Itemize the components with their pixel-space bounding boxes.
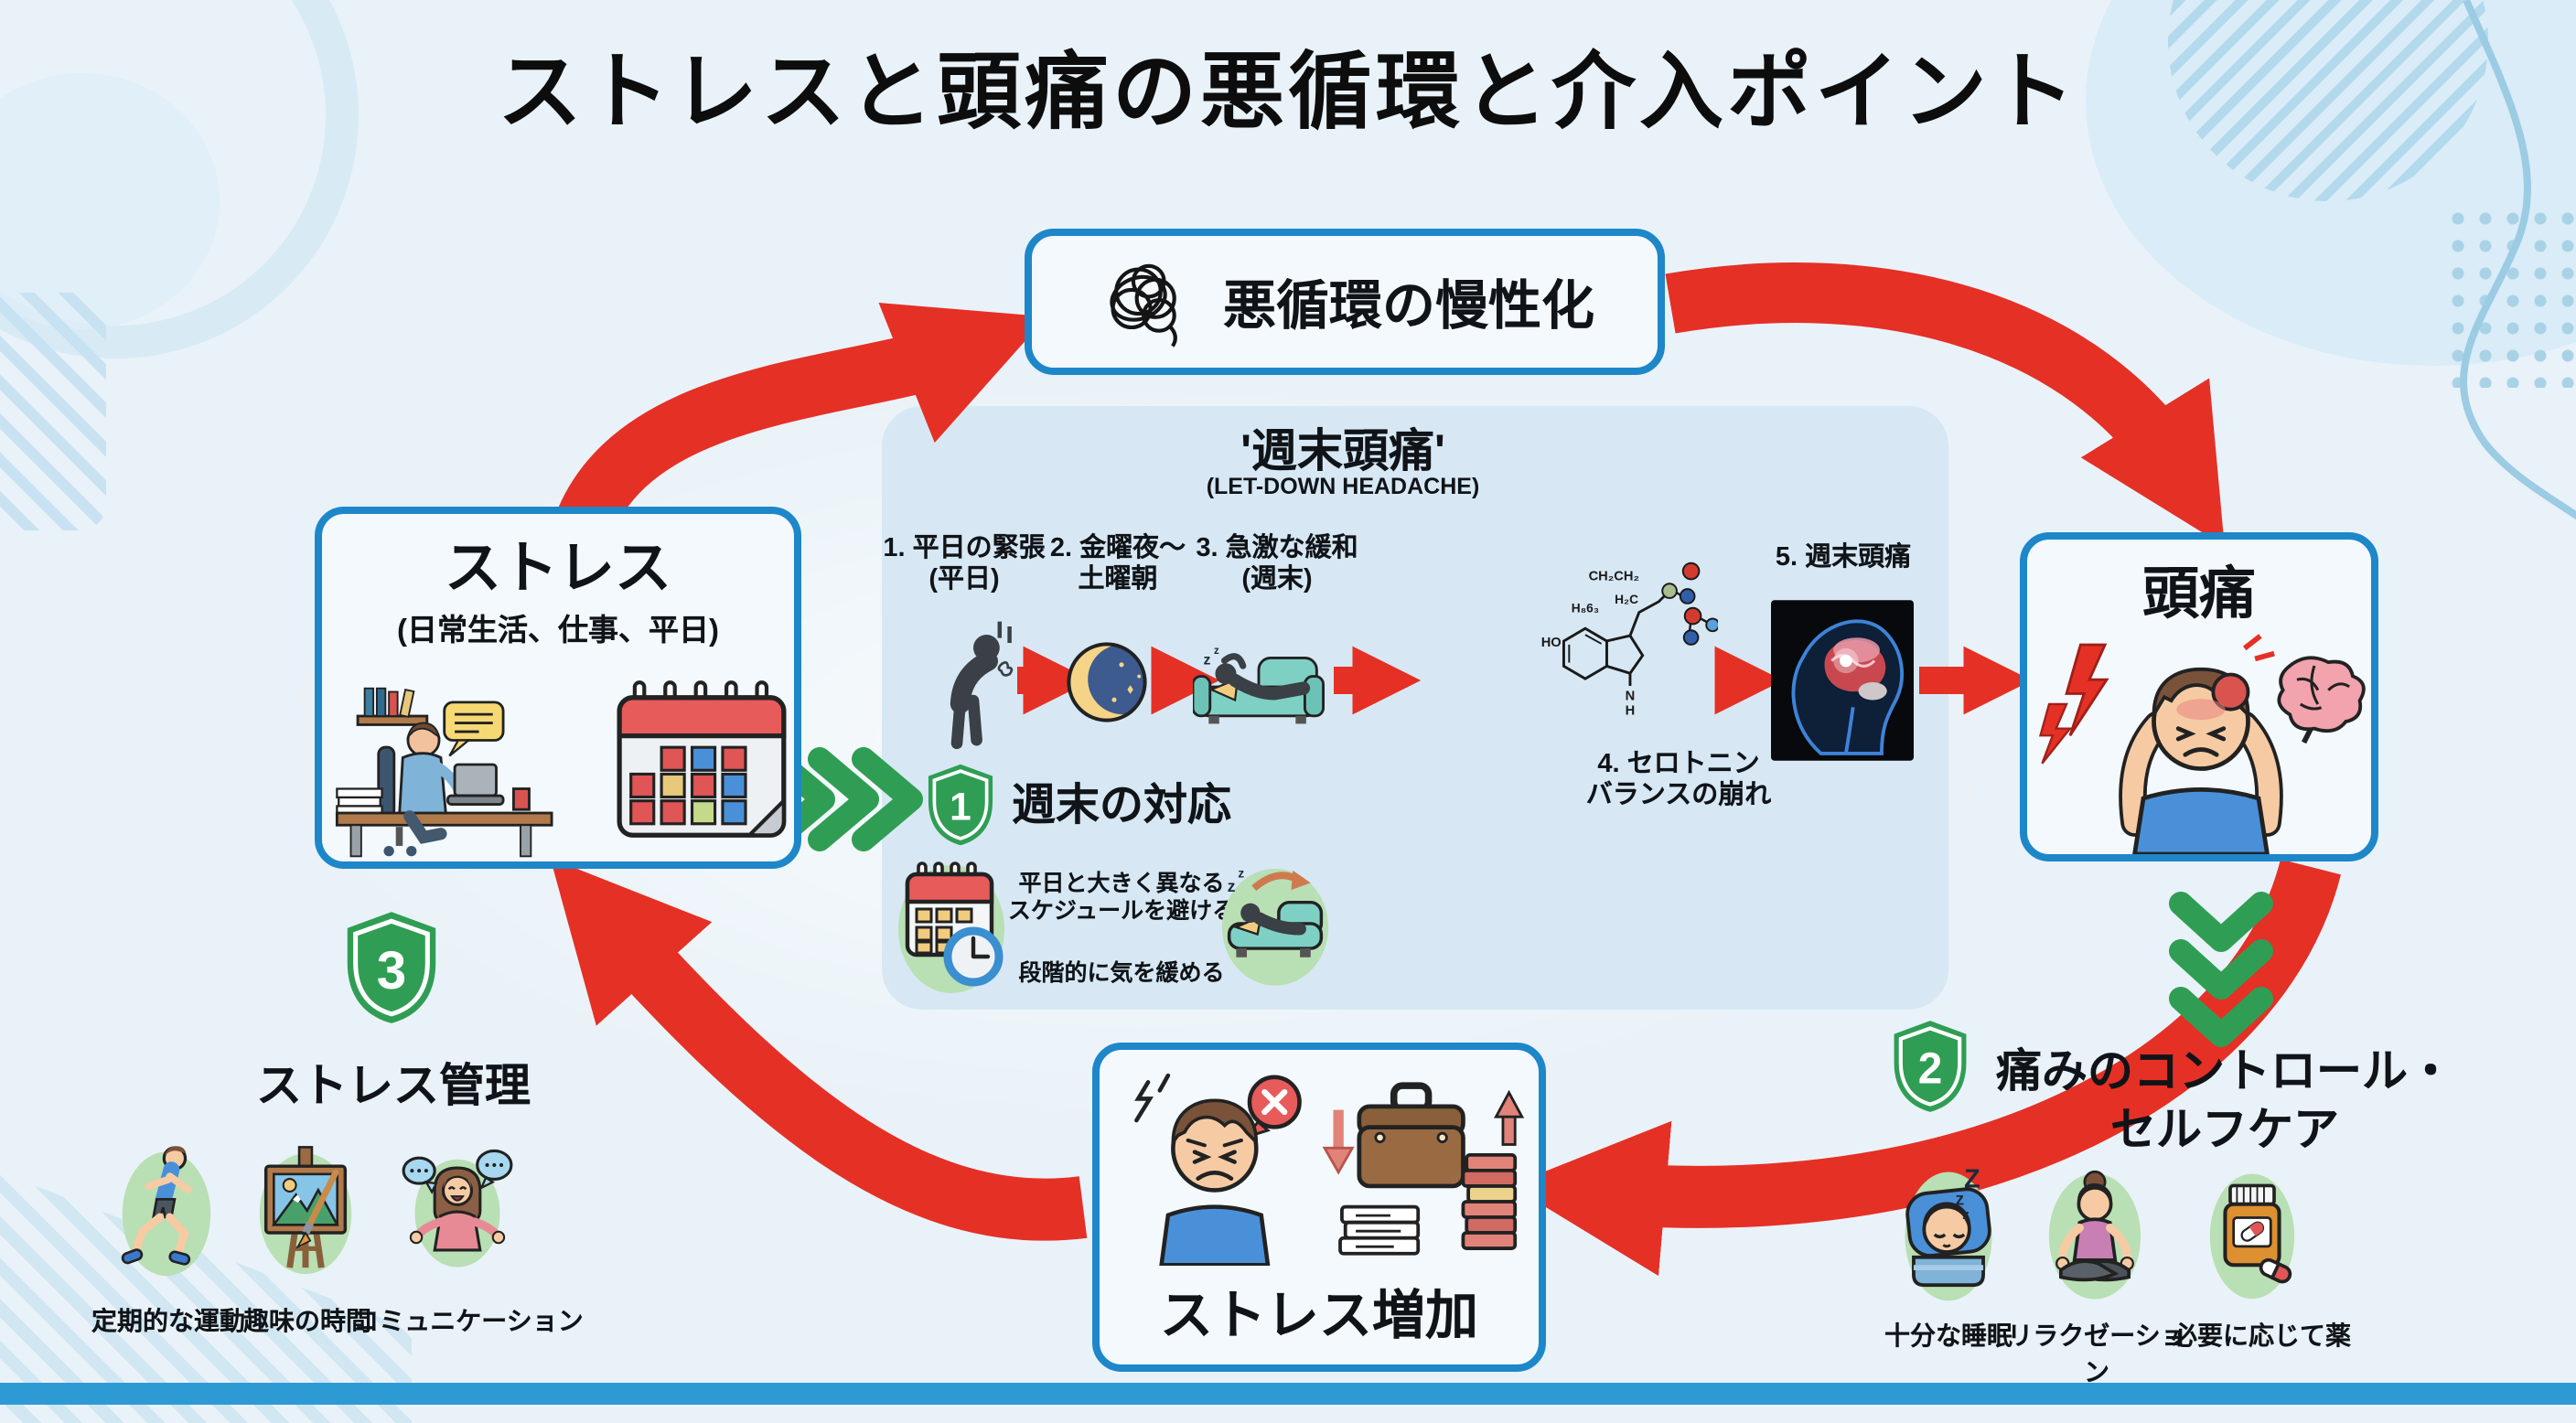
intervention-3-item-label: 定期的な運動	[91, 1306, 245, 1335]
step-label-5: 5. 週末頭痛	[1775, 543, 1912, 572]
intervention-1-title: 週末の対応	[1012, 781, 1231, 830]
intervention-2-item-label: 十分な睡眠	[1884, 1321, 2012, 1350]
intervention-2-item-label: リラクゼーション	[2007, 1321, 2186, 1386]
exhausted-person-icon	[950, 621, 1014, 750]
intervention-2-title-line1: 痛みのコントロール・	[1995, 1046, 2453, 1097]
intervention-1-point-1: 平日と大きく異なる	[1018, 871, 1225, 896]
svg-text:z: z	[1962, 1207, 1970, 1223]
svg-text:H₈6₃: H₈6₃	[1572, 602, 1599, 615]
headache-box-title: 頭痛	[2142, 562, 2256, 626]
running-icon	[121, 1146, 211, 1277]
svg-text:H: H	[1626, 703, 1636, 718]
step-label-1: 1. 平日の緊張(平日)	[883, 534, 1046, 595]
svg-text:CH₂CH₂: CH₂CH₂	[1589, 569, 1639, 583]
chevrons-down-icon	[2169, 939, 2273, 1000]
arrow-increase-to-stress	[550, 858, 1088, 1241]
svg-text:H₂C: H₂C	[1615, 593, 1638, 606]
stress-box-title: ストレス	[445, 536, 671, 600]
stress-increase-box: ストレス増加	[1092, 1043, 1546, 1372]
step-label-3: 3. 急激な緩和(週末)	[1196, 534, 1358, 595]
medicine-bottle-icon	[2209, 1173, 2295, 1300]
stress-increase-title: ストレス増加	[1159, 1288, 1478, 1346]
bottom-bar-decoration	[0, 1383, 2576, 1405]
meditation-icon	[2048, 1170, 2141, 1300]
svg-text:1: 1	[950, 786, 971, 829]
brain-scan-image	[1771, 600, 1914, 761]
calendar-clock-icon	[898, 861, 1004, 993]
serotonin-molecule-icon: CH₂CH₂ H₂C H₈6₃ HO N H	[1541, 562, 1718, 718]
stress-box: ストレス (日常生活、仕事、平日)	[315, 507, 801, 869]
sleeping-icon: Z z z	[1905, 1165, 1992, 1301]
shield-2-icon: 2	[1894, 1021, 1967, 1112]
svg-text:z: z	[1238, 867, 1244, 881]
intervention-2-title-line2: セルフケア	[2109, 1105, 2339, 1156]
svg-text:z: z	[1228, 877, 1236, 895]
headache-person-illustration	[2038, 634, 2366, 854]
relaxing-on-couch-icon: z z	[1193, 646, 1325, 724]
step-label-2: 2. 金曜夜〜土曜朝	[1049, 534, 1186, 595]
desk-worker-illustration	[335, 687, 553, 858]
page-title: ストレスと頭痛の悪循環と介入ポイント	[498, 44, 2078, 139]
intervention-2-item-label: 必要に応じて薬	[2172, 1321, 2351, 1350]
tangle-scribble-icon	[1111, 263, 1178, 348]
painting-easel-icon	[259, 1146, 352, 1275]
stress-box-subtitle: (日常生活、仕事、平日)	[397, 615, 719, 647]
headache-box: 頭痛	[2020, 532, 2378, 861]
panel-subtitle: (LET-DOWN HEADACHE)	[1206, 474, 1480, 499]
shield-1-icon: 1	[928, 764, 993, 846]
svg-text:Z: Z	[1964, 1165, 1980, 1194]
night-moon-icon	[1067, 642, 1147, 722]
intervention-1-point-2: スケジュールを避ける	[1007, 898, 1236, 924]
svg-text:3: 3	[377, 941, 406, 1000]
gradual-relax-couch-icon: z z	[1221, 867, 1329, 986]
communication-icon	[402, 1149, 513, 1268]
intervention-3-item-label: 趣味の時間	[243, 1306, 371, 1335]
svg-text:HO: HO	[1541, 636, 1562, 650]
svg-text:z: z	[1214, 646, 1219, 657]
svg-text:z: z	[1204, 653, 1211, 669]
step-label-4: 4. セロトニンバランスの崩れ	[1585, 750, 1772, 811]
chevrons-down-icon	[2169, 987, 2273, 1047]
chronic-cycle-box: 悪循環の慢性化	[1025, 229, 1665, 375]
svg-text:2: 2	[1918, 1045, 1943, 1094]
panel-title: '週末頭痛'	[1240, 426, 1445, 477]
intervention-3-title: ストレス管理	[255, 1061, 531, 1112]
calendar-icon	[617, 680, 787, 838]
chevrons-right-icon	[852, 747, 923, 851]
angry-person-illustration	[1134, 1073, 1302, 1266]
intervention-3-item-label: コミュニケーション	[353, 1306, 584, 1335]
briefcase-paper-stack-icon	[1322, 1082, 1525, 1256]
arrow-chronic-to-headache	[1665, 262, 2225, 547]
chronic-cycle-label: 悪循環の慢性化	[1222, 278, 1594, 337]
shield-3-icon: 3	[347, 912, 436, 1023]
arrow-headache-to-increase	[1509, 859, 2341, 1277]
chevrons-down-icon	[2169, 892, 2273, 952]
chevrons-right-icon	[808, 747, 879, 851]
intervention-1-point-3: 段階的に気を緩める	[1018, 960, 1225, 986]
svg-text:z: z	[1956, 1191, 1965, 1210]
svg-text:N: N	[1626, 690, 1636, 704]
arrow-stress-to-chronic	[553, 302, 1047, 542]
